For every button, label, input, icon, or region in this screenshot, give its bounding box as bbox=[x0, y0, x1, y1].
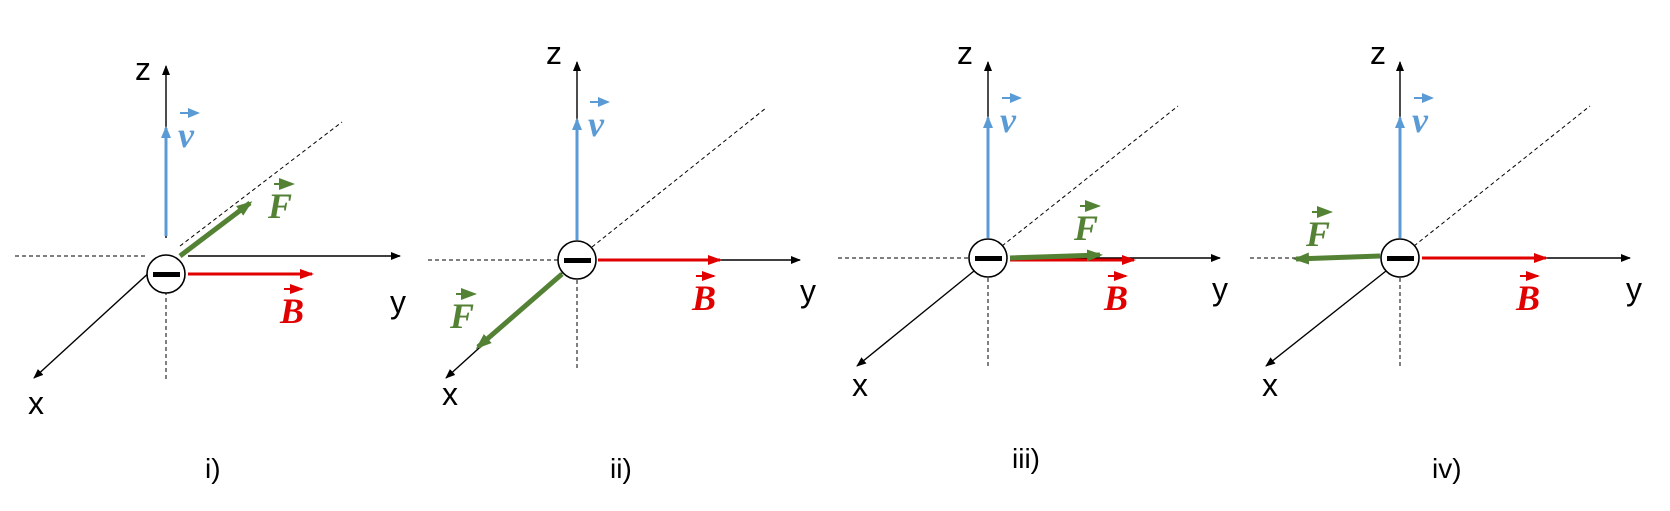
force-label-text: F bbox=[449, 296, 474, 336]
axis-label-z: z bbox=[957, 35, 973, 71]
force-label-text: F bbox=[267, 186, 292, 226]
panel-2: z y x v F B ii) bbox=[428, 35, 816, 484]
panel-caption: i) bbox=[205, 453, 221, 484]
axis-label-z: z bbox=[546, 35, 562, 71]
velocity-label-text: v bbox=[178, 115, 195, 155]
force-label: F bbox=[449, 288, 477, 336]
velocity-label-text: v bbox=[588, 104, 605, 144]
field-label-text: B bbox=[1515, 278, 1540, 318]
field-label: B bbox=[691, 271, 716, 318]
force-label: F bbox=[267, 178, 295, 226]
field-label-text: B bbox=[279, 291, 304, 331]
axis-label-y: y bbox=[1626, 271, 1642, 307]
force-label: F bbox=[1305, 206, 1333, 254]
velocity-label: v bbox=[178, 108, 200, 155]
velocity-label-text: v bbox=[1412, 100, 1429, 140]
axis-label-z: z bbox=[135, 51, 151, 87]
force-vector bbox=[1293, 252, 1381, 265]
axis-label-x: x bbox=[852, 367, 868, 403]
charge-minus-sign bbox=[564, 258, 591, 263]
force-vector bbox=[1009, 249, 1103, 262]
dashed-guide-neg-x bbox=[1413, 105, 1591, 247]
velocity-label: v bbox=[588, 97, 610, 144]
field-label: B bbox=[1515, 271, 1540, 318]
axis-label-x: x bbox=[442, 376, 458, 412]
axis-label-x: x bbox=[28, 385, 44, 421]
field-label-text: B bbox=[1103, 278, 1128, 318]
charge-minus-sign bbox=[975, 256, 1002, 261]
x-axis bbox=[1265, 270, 1387, 367]
force-vector bbox=[475, 272, 564, 349]
force-label: F bbox=[1073, 200, 1101, 248]
panel-1: z y x v F B i) bbox=[15, 51, 406, 484]
field-label: B bbox=[1103, 271, 1128, 318]
velocity-label: v bbox=[1000, 93, 1022, 140]
field-label-text: B bbox=[691, 278, 716, 318]
panel-caption: iv) bbox=[1432, 453, 1462, 484]
dashed-guide-neg-x bbox=[591, 107, 767, 248]
panel-4: z y x v F B iv) bbox=[1250, 35, 1642, 484]
charge-minus-sign bbox=[1387, 256, 1414, 261]
field-label: B bbox=[279, 284, 304, 331]
panel-3: z y x v F B iii) bbox=[838, 35, 1228, 474]
velocity-label: v bbox=[1412, 93, 1434, 140]
dashed-guide-neg-x bbox=[1001, 105, 1179, 247]
panel-caption: ii) bbox=[610, 453, 632, 484]
panel-caption: iii) bbox=[1012, 443, 1040, 474]
axis-label-y: y bbox=[390, 284, 406, 320]
velocity-label-text: v bbox=[1000, 100, 1017, 140]
force-vector bbox=[178, 201, 253, 258]
axis-label-x: x bbox=[1262, 367, 1278, 403]
force-label-text: F bbox=[1305, 214, 1330, 254]
dashed-guide-neg-x bbox=[179, 121, 343, 247]
charge-minus-sign bbox=[153, 272, 180, 277]
axis-label-y: y bbox=[800, 273, 816, 309]
x-axis bbox=[856, 270, 975, 367]
force-label-text: F bbox=[1073, 208, 1098, 248]
x-axis bbox=[33, 269, 153, 379]
axis-label-y: y bbox=[1212, 271, 1228, 307]
axis-label-z: z bbox=[1370, 35, 1386, 71]
